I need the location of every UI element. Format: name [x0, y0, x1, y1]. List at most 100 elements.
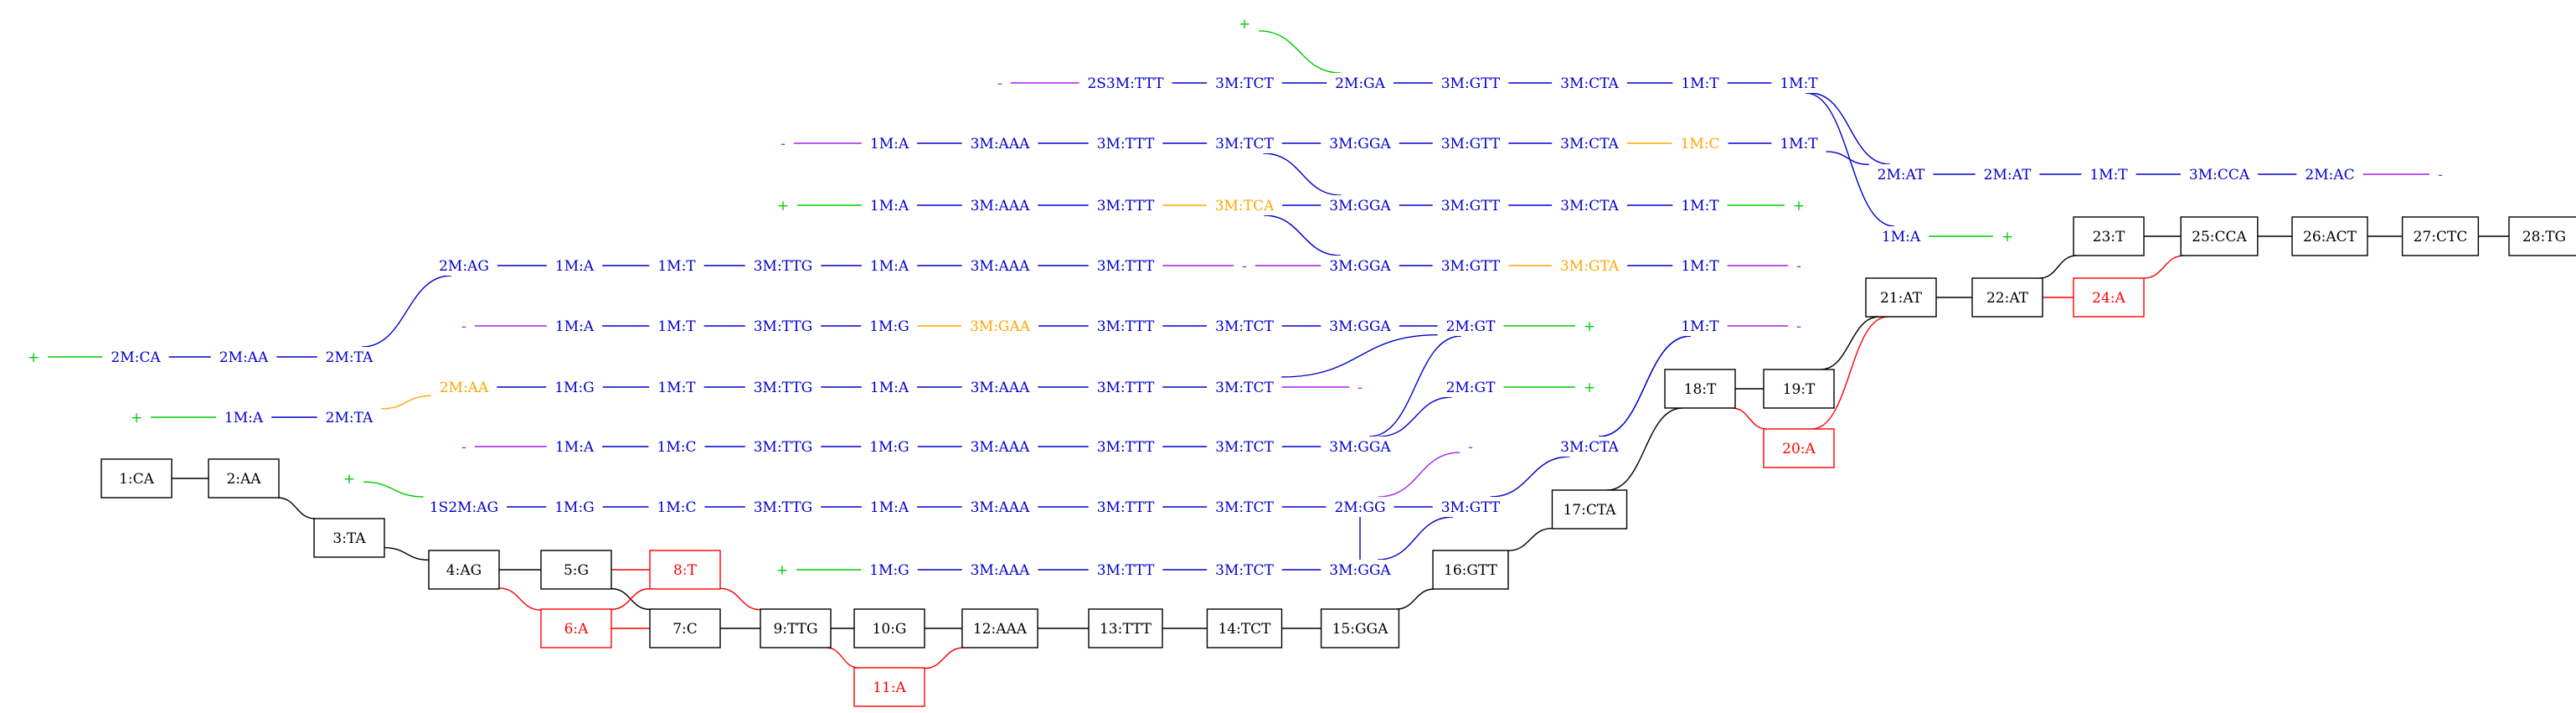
- node-label-g1: 2M:GA: [1332, 73, 1388, 93]
- node-frame: [1664, 369, 1736, 409]
- label-backdrop: [1980, 164, 2035, 184]
- node-frame: [1551, 489, 1628, 530]
- node-label-g3: 3M:CTA: [1557, 73, 1622, 93]
- label-backdrop: [2086, 164, 2131, 184]
- label-backdrop: [1997, 226, 2017, 246]
- node-text: 3M:TTT: [1097, 136, 1155, 152]
- node-label-a4: 2M:AG: [435, 256, 492, 276]
- label-backdrop: [215, 347, 272, 367]
- node-label-j8: 1M:T: [1677, 195, 1723, 215]
- node-text: 12:AAA: [973, 621, 1028, 638]
- node-label-b0: +: [126, 407, 147, 427]
- node-box-n5: 5:G: [540, 550, 612, 590]
- node-label-d0: -: [458, 437, 470, 457]
- node-text: 3M:TTT: [1097, 439, 1155, 456]
- node-box-n15: 15:GGA: [1320, 608, 1400, 648]
- node-text: 3M:TTG: [754, 499, 813, 516]
- node-text: +: [776, 562, 788, 579]
- node-label-d2: 1M:C: [653, 437, 700, 457]
- node-text: 4:AG: [446, 562, 482, 579]
- label-backdrop: [750, 377, 817, 397]
- node-frame: [1865, 277, 1937, 318]
- node-text: 3M:TTG: [754, 380, 813, 396]
- node-label-f2: 3M:AAA: [966, 560, 1033, 580]
- label-backdrop: [1465, 437, 1476, 457]
- node-text: -: [781, 136, 786, 152]
- edge-n20-n21: [1811, 316, 1888, 430]
- label-backdrop: [1437, 256, 1504, 276]
- node-text: 21:AT: [1880, 290, 1923, 307]
- node-text: 2M:CA: [111, 349, 161, 366]
- node-text: 2M:AG: [439, 258, 489, 275]
- node-label-c0: -: [458, 316, 470, 336]
- node-text: 13:TTT: [1100, 621, 1152, 638]
- label-backdrop: [1212, 560, 1277, 580]
- node-text: +: [1793, 198, 1805, 214]
- node-label-j4: 3M:TCA: [1211, 195, 1278, 215]
- label-backdrop: [750, 256, 817, 276]
- node-frame: [2508, 216, 2576, 256]
- label-backdrop: [1437, 195, 1504, 215]
- node-text: 6:A: [564, 621, 590, 638]
- label-backdrop: [126, 407, 147, 427]
- node-label-g2: 3M:GTT: [1437, 73, 1504, 93]
- node-text: 23:T: [2093, 229, 2125, 245]
- node-label-e4: 3M:TTG: [750, 497, 817, 517]
- node-text: 3M:GTT: [1441, 75, 1501, 92]
- node-label-b7: 1M:A: [866, 377, 913, 397]
- node-frame: [2073, 216, 2145, 256]
- node-label-k1: 3M:GGA: [1326, 256, 1394, 276]
- edge-g5-g6: [1810, 92, 1890, 165]
- node-box-n9: 9:TTG: [760, 608, 832, 648]
- label-backdrop: [654, 316, 699, 336]
- node-text: 2M:GA: [1335, 75, 1386, 92]
- label-backdrop: [425, 497, 502, 517]
- node-box-n1: 1:CA: [100, 458, 173, 499]
- node-text: 3M:GTT: [1441, 499, 1501, 516]
- node-frame: [428, 550, 500, 590]
- node-text: +: [777, 198, 789, 214]
- node-text: 1M:T: [657, 318, 696, 335]
- node-label-c6: 3M:TTT: [1093, 316, 1158, 336]
- node-text: +: [1584, 318, 1595, 335]
- node-label-c1: 1M:A: [551, 316, 598, 336]
- label-backdrop: [1326, 437, 1394, 457]
- node-text: +: [1239, 16, 1250, 33]
- label-backdrop: [435, 256, 492, 276]
- label-backdrop: [994, 73, 1006, 93]
- label-backdrop: [866, 560, 913, 580]
- node-text: 3M:CTA: [1560, 75, 1619, 92]
- node-text: 10:G: [873, 621, 907, 638]
- node-label-i6: 3M:GTT: [1437, 133, 1504, 153]
- node-frame: [1432, 550, 1509, 590]
- label-backdrop: [1557, 437, 1622, 457]
- node-text: 1M:T: [1681, 75, 1719, 92]
- node-text: 3M:TTT: [1097, 318, 1155, 335]
- node-text: 19:T: [1783, 381, 1816, 398]
- node-label-a9: 3M:AAA: [966, 256, 1033, 276]
- edge-f6-f7: [1490, 456, 1570, 498]
- node-text: -: [1242, 258, 1247, 275]
- node-text: 3M:AAA: [971, 198, 1031, 214]
- label-backdrop: [1211, 195, 1278, 215]
- node-label-g11: -: [2434, 164, 2446, 184]
- label-backdrop: [1093, 316, 1158, 336]
- node-text: 18:T: [1684, 381, 1717, 398]
- node-label-b3: 2M:AA: [435, 377, 492, 397]
- node-text: 11:A: [873, 679, 906, 696]
- node-label-j7: 3M:CTA: [1557, 195, 1622, 215]
- node-label-a3: 2M:TA: [322, 347, 377, 367]
- node-label-f6: 3M:GTT: [1437, 497, 1504, 517]
- node-frame: [1763, 428, 1835, 468]
- label-backdrop: [1776, 73, 1821, 93]
- node-text: 14:TCT: [1218, 621, 1271, 638]
- node-text: 2M:TA: [326, 410, 374, 426]
- node-text: 3M:CTA: [1560, 198, 1619, 214]
- label-backdrop: [1354, 377, 1366, 397]
- node-label-d3: 3M:TTG: [750, 437, 817, 457]
- label-backdrop: [866, 133, 913, 153]
- node-text: -: [1796, 318, 1801, 335]
- node-text: 3M:TTG: [754, 258, 813, 275]
- node-frame: [1320, 608, 1400, 648]
